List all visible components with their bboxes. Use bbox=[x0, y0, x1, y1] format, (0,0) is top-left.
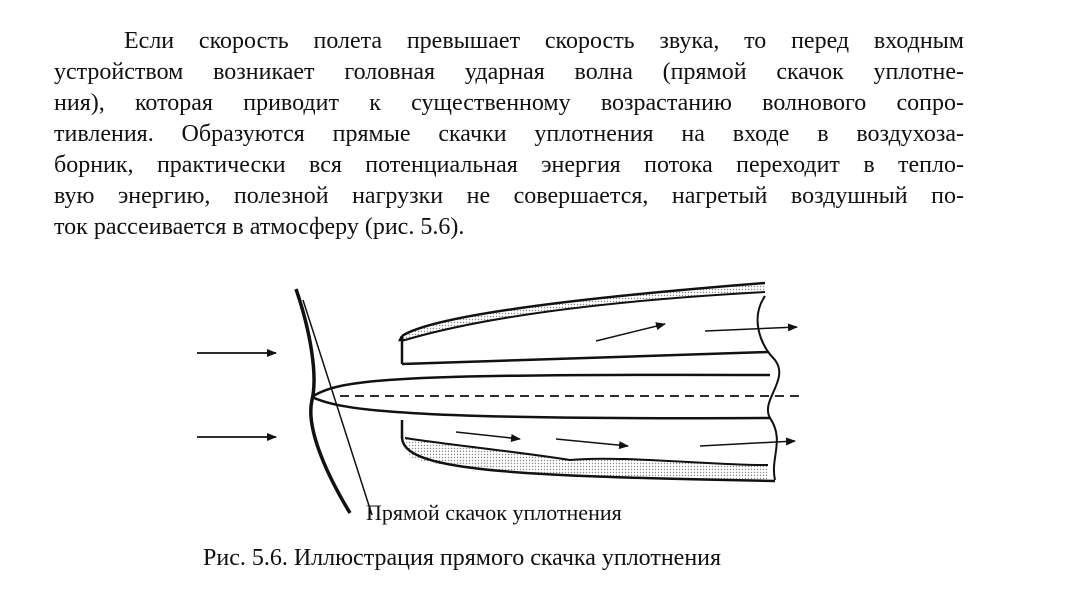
shock-label: Прямой скачок уплотнения bbox=[366, 500, 622, 525]
body-paragraph: Если скорость полета превышает скорость … bbox=[54, 26, 964, 243]
normal-shock-curve bbox=[294, 288, 352, 514]
flow-arrow bbox=[704, 323, 798, 332]
flow-arrow bbox=[699, 437, 796, 447]
figure-caption: Рис. 5.6. Иллюстрация прямого скачка упл… bbox=[203, 545, 722, 571]
paragraph-line: ния), которая приводит к существенному в… bbox=[54, 90, 964, 116]
paragraph-line: устройством возникает головная ударная в… bbox=[54, 59, 964, 85]
paragraph-line: тивления. Образуются прямые скачки уплот… bbox=[54, 121, 964, 147]
inflow-arrows bbox=[197, 349, 277, 441]
paragraph-line: Если скорость полета превышает скорость … bbox=[124, 28, 964, 54]
flow-arrow bbox=[595, 322, 666, 342]
paragraph-line: борник, практически вся потенциальная эн… bbox=[54, 152, 964, 178]
lower-cowl bbox=[400, 420, 776, 483]
paragraph-line: ток рассеивается в атмосферу (рис. 5.6). bbox=[54, 214, 465, 240]
shock-wave-diagram bbox=[185, 276, 825, 532]
flow-arrow bbox=[555, 438, 629, 450]
flow-arrow bbox=[455, 431, 521, 442]
exit-wavy-line bbox=[756, 295, 781, 481]
central-body bbox=[311, 373, 771, 420]
shock-wave-diagram-svg bbox=[197, 281, 805, 516]
upper-cowl bbox=[397, 281, 769, 366]
label-leader-line bbox=[302, 299, 373, 516]
paragraph-line: вую энергию, полезной нагрузки не соверш… bbox=[54, 183, 964, 209]
flow-arrows bbox=[455, 322, 798, 450]
